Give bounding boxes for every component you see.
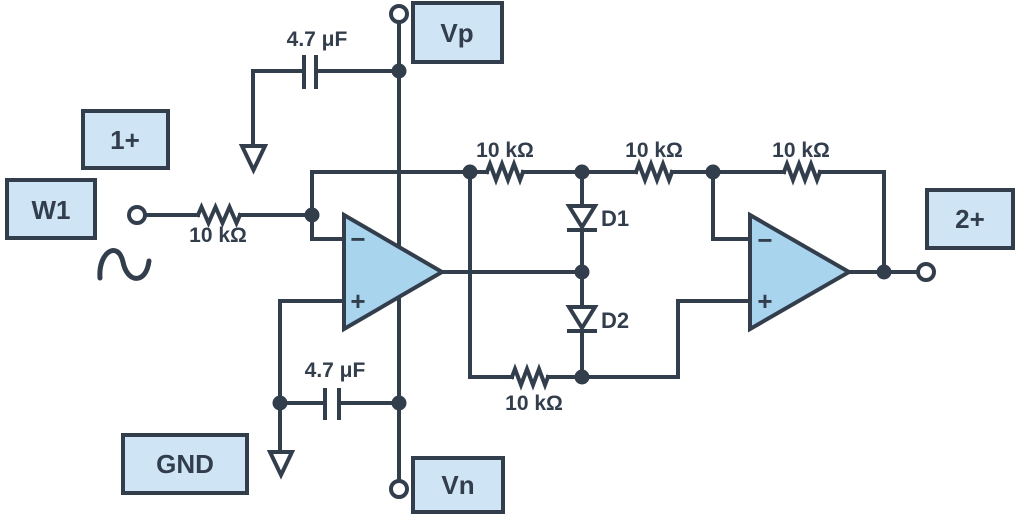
- vn-label: Vn: [441, 470, 474, 500]
- junction-dot: [304, 207, 320, 223]
- input-resistor-value: 10 kΩ: [189, 224, 247, 247]
- top-cap-value: 4.7 μF: [287, 28, 348, 51]
- w1-label: W1: [32, 195, 71, 225]
- input-resistor: [195, 202, 243, 228]
- opamp2-noninverting-wire: [580, 299, 752, 379]
- scope1-label: 1+: [110, 125, 140, 155]
- opamp1-icon: [342, 211, 446, 333]
- vn-terminal-node: [389, 479, 409, 499]
- bottom-resistor: [509, 363, 551, 391]
- junction-dot: [391, 63, 407, 79]
- junction-dot: [272, 395, 288, 411]
- scope2-box: [925, 188, 1015, 250]
- feedback-resistor-3: [781, 158, 823, 186]
- opamp2-inverting-wire: [711, 170, 752, 241]
- junction-dot: [391, 395, 407, 411]
- diode-d1-icon: [565, 204, 599, 231]
- diode-d2-icon: [565, 305, 599, 332]
- ground-icon: [238, 144, 269, 175]
- feedback-resistor-1: [484, 158, 526, 186]
- feedback-resistor-1-value: 10 kΩ: [476, 139, 534, 162]
- top-cap-left-wire: [251, 69, 304, 148]
- junction-dot: [574, 264, 590, 280]
- opamp2-minus-sign: −: [757, 225, 772, 255]
- scope1-box: [81, 109, 170, 170]
- gnd-label: GND: [156, 449, 214, 479]
- w1-box: [5, 178, 97, 240]
- gnd-box: [121, 433, 249, 495]
- ground-icon: [266, 450, 296, 480]
- sine-wave-icon: [97, 248, 152, 281]
- scope2-label: 2+: [955, 204, 985, 234]
- junction-dot: [574, 369, 590, 385]
- bottom-cap-value: 4.7 μF: [305, 359, 366, 382]
- vn-box: [411, 456, 505, 514]
- vp-terminal-node: [389, 4, 409, 24]
- bottom-resistor-value: 10 kΩ: [505, 392, 563, 415]
- d1-label: D1: [601, 206, 629, 231]
- opamp2-icon: [748, 211, 854, 333]
- junction-dot: [705, 164, 721, 180]
- junction-dot: [462, 164, 478, 180]
- node-a-down-wire: [468, 170, 514, 379]
- feedback-resistor-2: [633, 158, 675, 186]
- feedback-resistor-3-value: 10 kΩ: [772, 139, 830, 162]
- feedback-resistor-2-value: 10 kΩ: [625, 139, 683, 162]
- opamp1-minus-sign: −: [350, 224, 365, 254]
- d2-label: D2: [601, 308, 629, 333]
- output-terminal-node: [916, 262, 936, 282]
- opamp2-plus-sign: +: [757, 286, 772, 316]
- opamp1-plus-sign: +: [350, 286, 365, 316]
- junction-dot: [876, 264, 892, 280]
- w1-terminal-node: [127, 205, 147, 225]
- vp-label: Vp: [440, 18, 473, 48]
- opamp2-feedback-wire: [818, 170, 886, 274]
- vp-box: [411, 1, 504, 64]
- junction-dot: [574, 164, 590, 180]
